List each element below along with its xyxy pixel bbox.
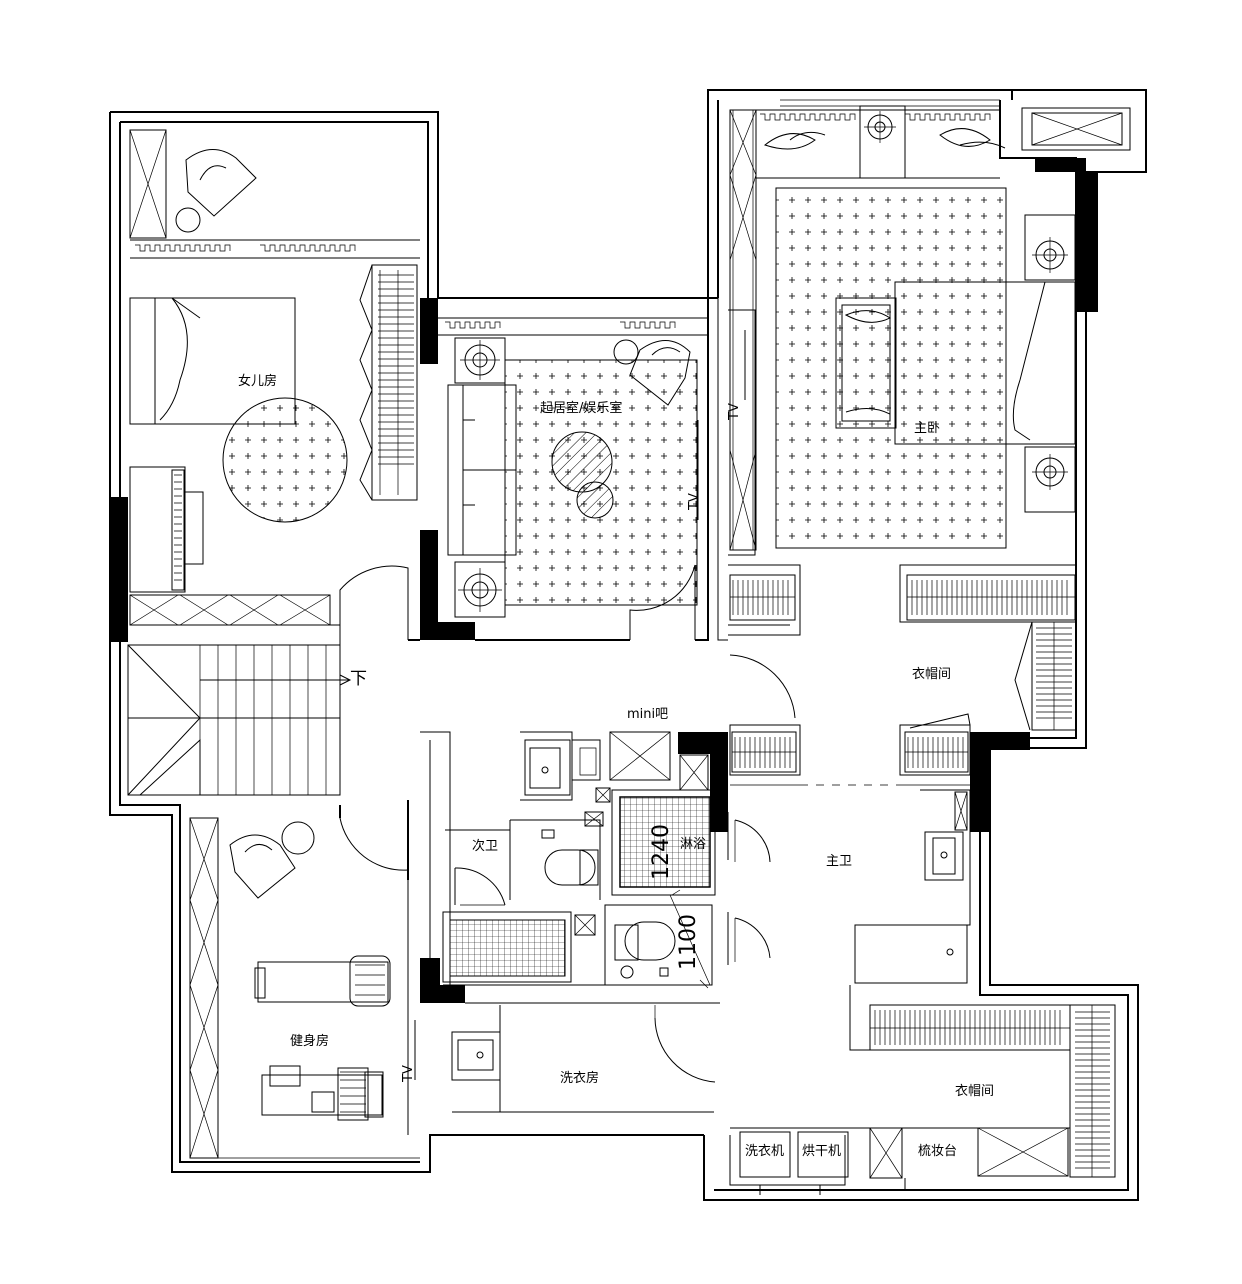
structural-pillars xyxy=(110,158,1098,1003)
staircase: 下 xyxy=(127,644,367,796)
dimension-shower-width: 1240 xyxy=(649,824,674,880)
label-dressing-table: 梳妆台 xyxy=(918,1144,957,1159)
label-living-entertainment: 起居室/娱乐室 xyxy=(540,400,622,416)
label-shower-small: 淋浴 xyxy=(680,837,706,852)
master-bedroom: 主卧 xyxy=(729,99,1131,551)
walk-in-closet-lower: 洗衣机 烘干机 梳妆台 衣帽间 xyxy=(729,1004,1116,1195)
label-daughter-room: 女儿房 xyxy=(238,373,277,389)
label-walk-in-closet-lower: 衣帽间 xyxy=(955,1083,994,1099)
daughter-room: 女儿房 xyxy=(129,129,420,640)
living-entertainment-room: TV 起居室/娱乐室 xyxy=(438,317,708,640)
label-laundry-room: 洗衣房 xyxy=(560,1070,599,1086)
walk-in-closet-upper: 衣帽间 mini吧 xyxy=(627,564,1077,786)
tv-mark-living: TV xyxy=(687,493,702,511)
corridor-walls: TV xyxy=(339,298,756,1003)
label-dryer: 烘干机 xyxy=(802,1144,841,1159)
label-walk-in-closet-upper: 衣帽间 xyxy=(912,666,951,682)
tv-mark-living-right: TV xyxy=(727,403,742,421)
dimension-wc-width: 1100 xyxy=(676,914,701,970)
label-master-bedroom: 主卧 xyxy=(914,421,940,436)
gym: TV 健身房 xyxy=(189,800,420,1159)
master-bath: 主卫 xyxy=(727,789,971,1051)
label-washing-machine: 洗衣机 xyxy=(745,1143,784,1159)
tv-mark-gym: TV xyxy=(401,1065,416,1083)
laundry-room: 洗衣房 xyxy=(451,1005,716,1113)
secondary-bath: 1240 淋浴 次卫 1100 xyxy=(442,731,720,1004)
stairs-down-label: 下 xyxy=(350,669,367,689)
label-master-bath: 主卫 xyxy=(826,854,852,869)
label-secondary-bath: 次卫 xyxy=(472,838,498,854)
label-gym: 健身房 xyxy=(290,1033,329,1049)
label-mini-bar: mini吧 xyxy=(627,707,668,722)
